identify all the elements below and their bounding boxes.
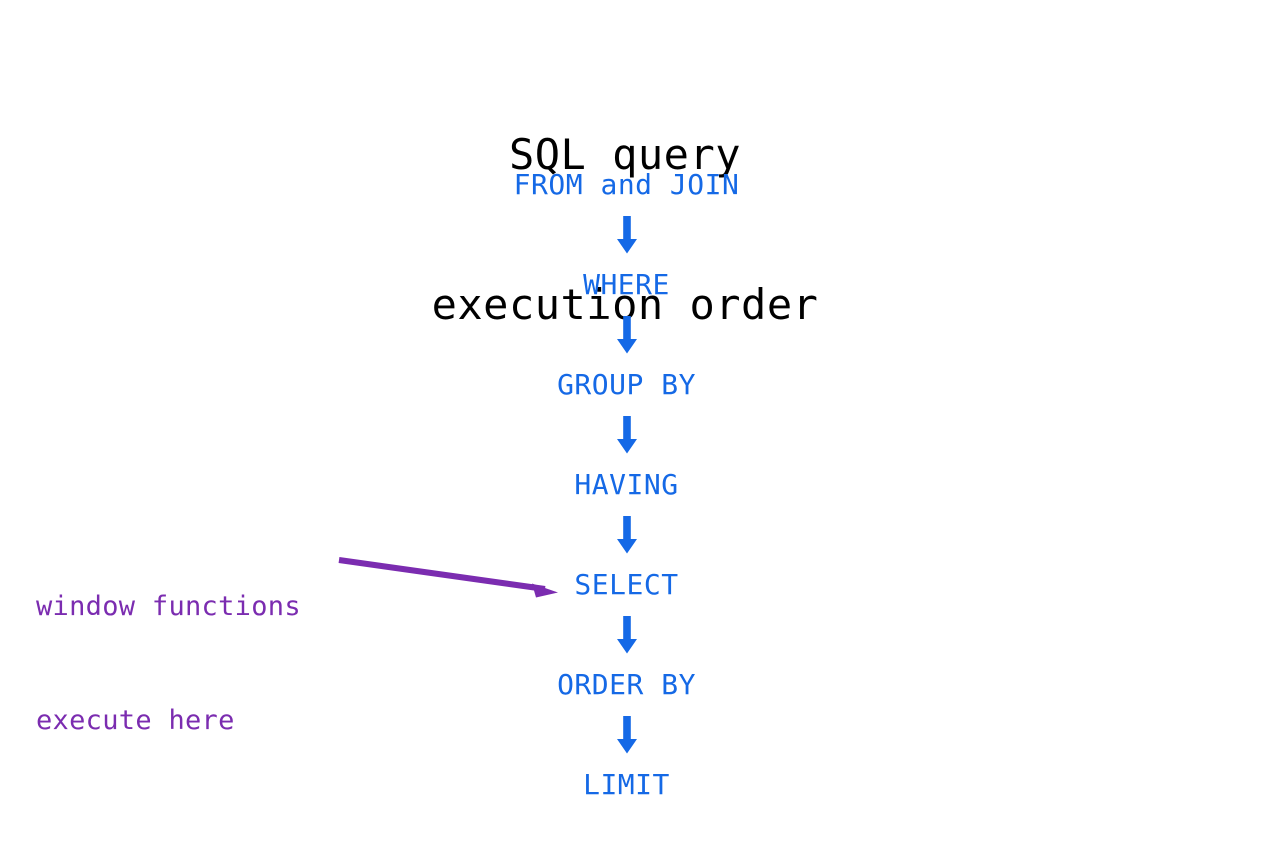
flow-step-select: SELECT [574, 568, 679, 601]
down-arrow-icon [616, 416, 637, 454]
down-arrow-icon [616, 716, 637, 754]
execution-order-flow: FROM and JOIN WHERE GROUP BY HAVING SELE… [0, 170, 1253, 800]
down-arrow-icon [616, 516, 637, 554]
flow-step-from-and-join: FROM and JOIN [513, 168, 740, 201]
flow-step-where: WHERE [583, 268, 670, 301]
annotation-line-2: execute here [36, 705, 235, 736]
flow-connector-4 [616, 500, 638, 570]
window-functions-annotation: window functions execute here [36, 512, 301, 816]
flow-step-order-by: ORDER BY [557, 668, 696, 701]
flow-connector-6 [616, 700, 638, 770]
title-line-1: SQL query [508, 130, 742, 179]
flow-step-group-by: GROUP BY [557, 368, 696, 401]
flow-step-limit: LIMIT [583, 768, 670, 801]
annotation-line-1: window functions [36, 591, 301, 622]
flow-connector-1 [616, 200, 638, 270]
pointer-arrow-icon [338, 557, 558, 598]
down-arrow-icon [616, 316, 637, 354]
flow-connector-2 [616, 300, 638, 370]
down-arrow-icon [616, 216, 637, 254]
down-arrow-icon [616, 616, 637, 654]
flow-connector-5 [616, 600, 638, 670]
flow-step-having: HAVING [574, 468, 679, 501]
flow-connector-3 [616, 400, 638, 470]
